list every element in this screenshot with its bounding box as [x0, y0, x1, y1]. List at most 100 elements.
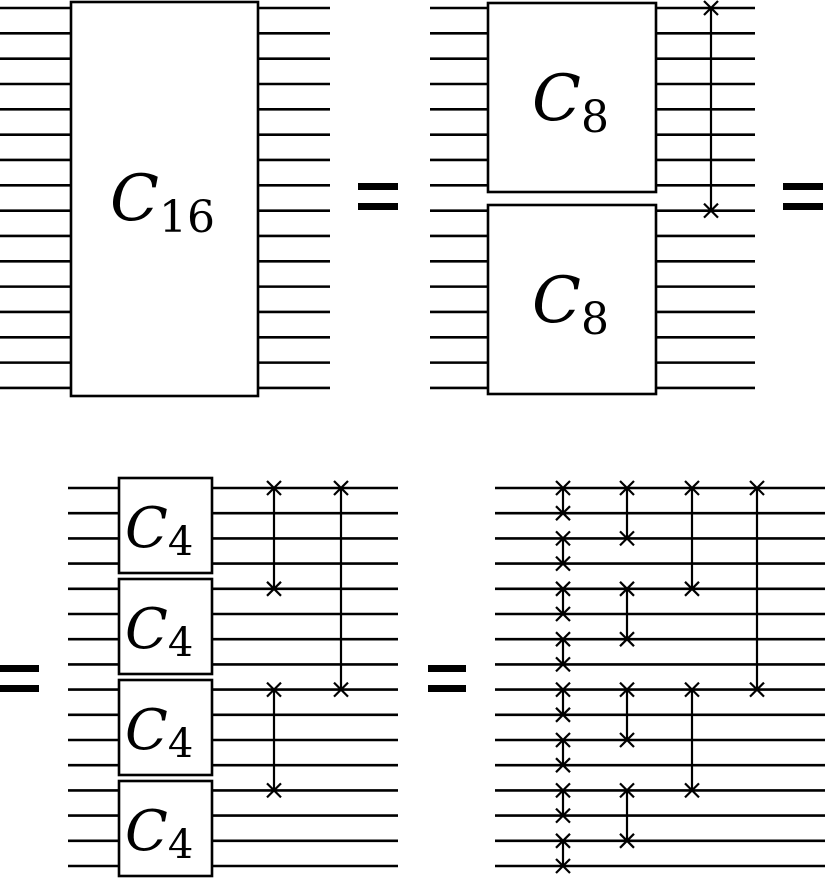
swap-cross-mark — [266, 681, 282, 698]
panel-c16: C16 — [0, 0, 330, 398]
gate-c4-label-1: C4 — [125, 496, 193, 565]
swap-cross-stroke — [555, 606, 571, 622]
swap-cross-stroke — [555, 631, 571, 647]
swap-cross-mark — [555, 581, 571, 597]
swap-cross-stroke — [555, 681, 571, 698]
swap-cross-stroke — [555, 505, 571, 521]
swap-cross-stroke — [555, 707, 571, 723]
swap-cross-mark — [619, 833, 635, 849]
panel-c4-swaps — [266, 480, 349, 799]
swap-cross-stroke — [619, 631, 635, 647]
swap-cross-stroke — [555, 732, 571, 748]
swap-cross-stroke — [555, 555, 571, 572]
swap-cross-stroke — [555, 782, 571, 799]
swap-cross-stroke — [619, 833, 635, 849]
swap-cross-stroke — [684, 782, 700, 799]
gate-c4-box-1 — [117, 476, 214, 575]
swap-cross-mark — [555, 555, 571, 572]
equals-sign-2 — [783, 183, 823, 210]
swap-cross-mark — [619, 530, 635, 547]
swap-cross-mark — [684, 681, 700, 698]
swap-cross-mark — [266, 480, 282, 496]
gate-c8-top-box — [486, 1, 658, 194]
swap-cross-stroke — [555, 656, 571, 673]
swap-cross-stroke — [555, 858, 571, 874]
swap-cross-mark — [555, 833, 571, 849]
gate-c4-box-2 — [117, 577, 214, 676]
swap-cross-stroke — [333, 480, 349, 496]
gate-c8-top-label: C8 — [532, 62, 609, 143]
swap-cross-stroke — [266, 782, 282, 799]
swap-cross-mark — [749, 480, 765, 496]
gate-c8-bottom-box — [486, 203, 658, 396]
swap-cross-mark — [619, 480, 635, 496]
swap-cross-mark — [266, 782, 282, 799]
swap-cross-mark — [555, 807, 571, 824]
swap-cross-stroke — [619, 782, 635, 799]
gate-c8-bottom-label: C8 — [532, 264, 609, 345]
swap-cross-mark — [555, 530, 571, 547]
gate-c4-box-4 — [117, 779, 214, 878]
swap-cross-mark — [555, 631, 571, 647]
gate-c4-label-3: C4 — [125, 698, 193, 767]
swap-cross-mark — [703, 202, 719, 219]
swap-cross-mark — [619, 581, 635, 597]
swap-cross-stroke — [266, 581, 282, 597]
swap-cross-mark — [555, 681, 571, 698]
equals-sign-1 — [358, 183, 398, 210]
swap-cross-stroke — [684, 581, 700, 597]
swap-cross-stroke — [555, 757, 571, 773]
gate-c4-label-4: C4 — [125, 799, 193, 868]
swap-cross-mark — [684, 480, 700, 496]
equals-sign-3 — [0, 665, 39, 692]
swap-cross-stroke — [555, 480, 571, 496]
panel-swap-network-swaps — [555, 480, 765, 874]
swap-cross-stroke — [749, 480, 765, 496]
swap-cross-mark — [266, 581, 282, 597]
swap-cross-mark — [555, 505, 571, 521]
gate-c16-box — [69, 0, 260, 398]
swap-cross-stroke — [703, 0, 719, 16]
panel-c8-swaps — [703, 0, 719, 219]
swap-cross-mark — [684, 782, 700, 799]
swap-cross-stroke — [703, 202, 719, 219]
panel-swap-network-wires — [495, 486, 825, 868]
panel-swap-network — [495, 480, 825, 874]
swap-cross-mark — [555, 656, 571, 673]
swap-cross-stroke — [619, 681, 635, 698]
swap-cross-mark — [749, 681, 765, 698]
swap-cross-mark — [703, 0, 719, 16]
swap-cross-stroke — [684, 681, 700, 698]
swap-cross-stroke — [333, 681, 349, 698]
gate-c4-label-2: C4 — [125, 597, 193, 666]
swap-cross-stroke — [266, 480, 282, 496]
swap-cross-mark — [619, 681, 635, 698]
swap-cross-mark — [555, 782, 571, 799]
swap-cross-stroke — [619, 732, 635, 748]
swap-cross-stroke — [555, 581, 571, 597]
equals-sign-4 — [428, 665, 466, 692]
swap-cross-mark — [619, 631, 635, 647]
swap-cross-stroke — [266, 681, 282, 698]
swap-cross-mark — [619, 732, 635, 748]
swap-cross-mark — [619, 782, 635, 799]
swap-cross-mark — [684, 581, 700, 597]
swap-cross-mark — [555, 480, 571, 496]
swap-cross-stroke — [555, 807, 571, 824]
swap-cross-stroke — [555, 833, 571, 849]
panel-c4: C4 C4 C4 C4 — [68, 476, 398, 878]
swap-cross-mark — [555, 707, 571, 723]
panel-c4-wires — [68, 486, 398, 868]
swap-cross-stroke — [749, 681, 765, 698]
swap-cross-mark — [555, 858, 571, 874]
swap-cross-stroke — [619, 530, 635, 547]
swap-cross-stroke — [619, 480, 635, 496]
swap-cross-stroke — [619, 581, 635, 597]
gate-c16-label: C16 — [110, 162, 215, 243]
gate-c4-box-3 — [117, 678, 214, 777]
swap-cross-mark — [555, 732, 571, 748]
swap-cross-mark — [555, 606, 571, 622]
swap-cross-mark — [555, 757, 571, 773]
swap-cross-stroke — [555, 530, 571, 547]
